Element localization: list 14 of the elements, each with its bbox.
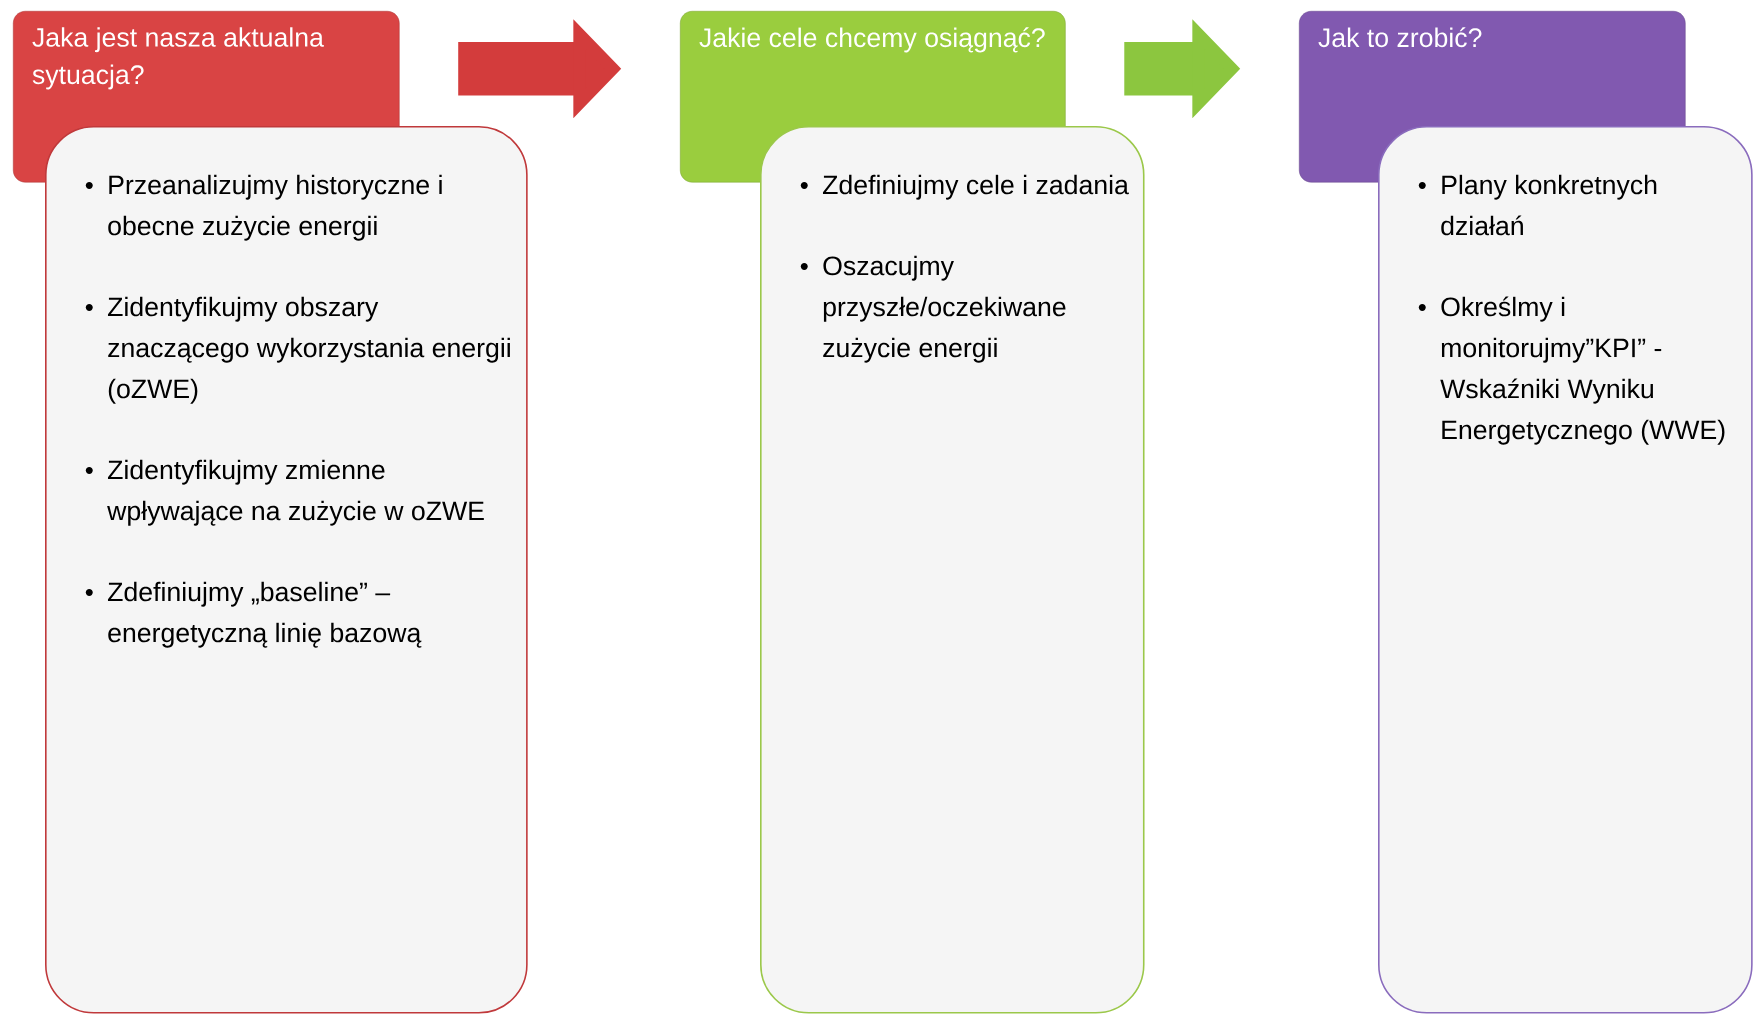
header-title: Jakie cele chcemy osiągnąć? xyxy=(699,27,1045,53)
header-title: Jaka jest nasza aktualna sytuacja? xyxy=(32,27,324,90)
list-card xyxy=(760,126,1145,1014)
bullet-item: Plany konkretnych działań xyxy=(1418,174,1657,236)
list-card xyxy=(1378,126,1753,1014)
header-title: Jak to zrobić? xyxy=(1318,27,1482,48)
bullet-item: Oszacujmy przyszłe/oczekiwane zużycie energii xyxy=(800,255,1066,363)
list-card xyxy=(45,126,528,1014)
bullet-item: Określmy i monitorujmy”KPI” - Wskaźniki Wyniku Energetycznego (WWE) xyxy=(1418,296,1725,445)
bullet-item: Zdefiniujmy „baseline” – energetyczną linię bazową xyxy=(85,581,422,648)
bullet-item: Zidentyfikujmy zmienne wpływające na zużycie w oZWE xyxy=(85,459,484,526)
bullet-item: Zdefiniujmy cele i zadania xyxy=(800,174,1129,200)
bullet-item: Przeanalizujmy historyczne i obecne zużycie energii xyxy=(85,174,442,241)
bullet-item: Zidentyfikujmy obszary znaczącego wykorzystania energii (oZWE) xyxy=(85,296,510,404)
